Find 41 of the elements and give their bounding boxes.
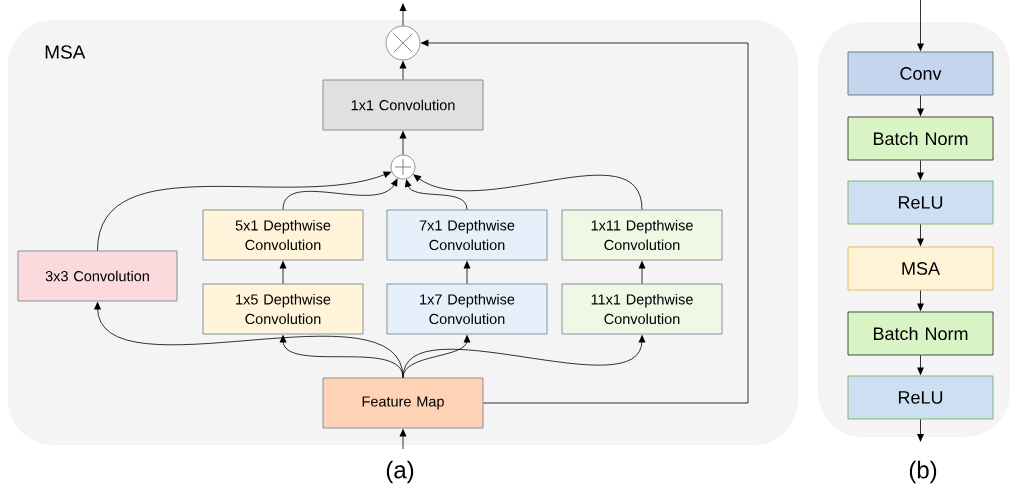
arrow xyxy=(97,171,392,251)
arrow xyxy=(917,224,924,247)
process-box: 3x3 Convolution xyxy=(17,250,178,302)
layer-box: MSA xyxy=(847,246,994,291)
layer-box: Conv xyxy=(847,51,994,96)
arrow xyxy=(399,428,407,450)
layer-box: Batch Norm xyxy=(847,116,994,161)
process-box: 1x1 Convolution xyxy=(322,79,484,131)
arrow xyxy=(399,3,407,26)
panel-label: (b) xyxy=(909,460,937,484)
arrow xyxy=(413,174,643,210)
arrow xyxy=(638,260,646,284)
layer-box: ReLU xyxy=(847,375,994,420)
process-box: 5x1 Depthwise Convolution xyxy=(202,209,364,261)
process-box: 1x5 Depthwise Convolution xyxy=(202,283,364,335)
layer-box: Batch Norm xyxy=(847,311,994,356)
arrow xyxy=(463,260,471,284)
add-circle xyxy=(390,154,416,180)
panel-title: MSA xyxy=(45,45,86,59)
panel-label: (a) xyxy=(386,460,414,484)
arrow xyxy=(404,178,468,210)
arrow xyxy=(917,355,924,376)
process-box: 7x1 Depthwise Convolution xyxy=(386,209,548,261)
arrow xyxy=(279,334,404,378)
arrow xyxy=(282,178,398,210)
arrow xyxy=(917,160,924,181)
arrow xyxy=(279,260,287,284)
arrow xyxy=(399,60,407,80)
arrow xyxy=(399,130,407,155)
process-box: Feature Map xyxy=(322,377,484,429)
arrow xyxy=(402,334,646,378)
layer-box: ReLU xyxy=(847,180,994,225)
process-box: 1x11 Depthwise Convolution xyxy=(561,209,723,261)
arrow xyxy=(917,290,924,312)
arrow xyxy=(420,39,749,404)
arrow xyxy=(917,0,924,52)
arrow xyxy=(917,95,924,117)
multiply-circle xyxy=(385,25,421,61)
process-box: 11x1 Depthwise Convolution xyxy=(561,283,723,335)
process-box: 1x7 Depthwise Convolution xyxy=(386,283,548,335)
arrow xyxy=(917,419,924,442)
